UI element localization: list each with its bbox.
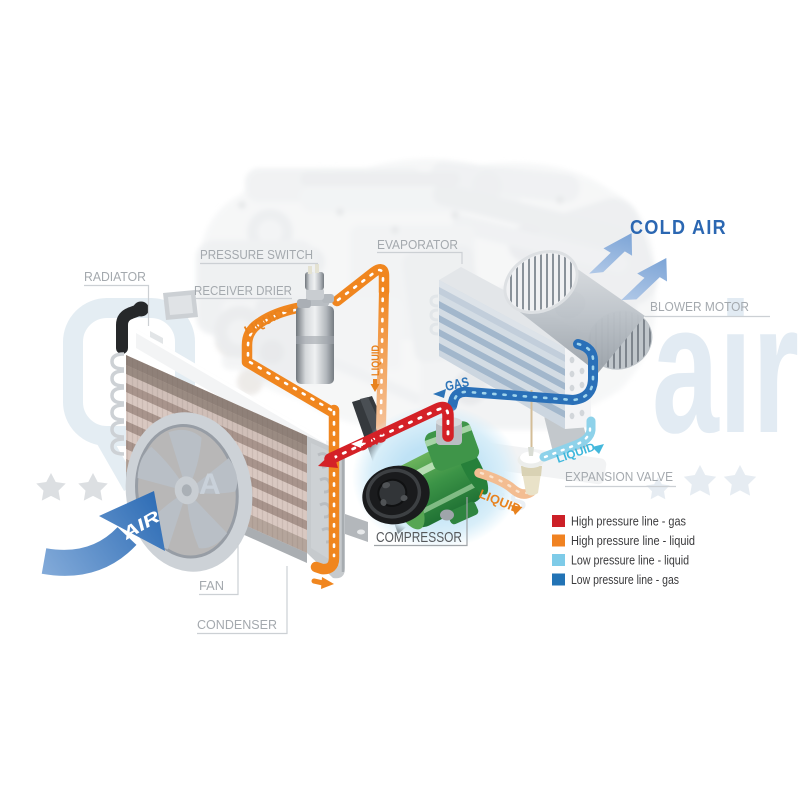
svg-text:Low pressure line - liquid: Low pressure line - liquid — [571, 553, 689, 568]
svg-text:GAS: GAS — [444, 374, 471, 394]
svg-text:High pressure line - gas: High pressure line - gas — [571, 514, 686, 529]
svg-text:COLD AIR: COLD AIR — [630, 217, 727, 239]
svg-text:LIQUID: LIQUID — [370, 345, 382, 376]
svg-text:A: A — [199, 468, 221, 501]
svg-text:EXPANSION VALVE: EXPANSION VALVE — [565, 469, 673, 484]
svg-text:FAN: FAN — [199, 578, 224, 593]
svg-text:High pressure line - liquid: High pressure line - liquid — [571, 533, 695, 548]
svg-text:COMPRESSOR: COMPRESSOR — [376, 529, 462, 546]
svg-text:EVAPORATOR: EVAPORATOR — [377, 237, 458, 252]
svg-text:air: air — [652, 266, 799, 472]
svg-text:CONDENSER: CONDENSER — [197, 617, 277, 632]
svg-text:PRESSURE SWITCH: PRESSURE SWITCH — [200, 247, 313, 262]
svg-text:BLOWER MOTOR: BLOWER MOTOR — [650, 299, 749, 314]
svg-text:RADIATOR: RADIATOR — [84, 269, 146, 284]
svg-text:Low pressure line - gas: Low pressure line - gas — [571, 572, 679, 587]
svg-text:RECEIVER DRIER: RECEIVER DRIER — [194, 283, 292, 298]
